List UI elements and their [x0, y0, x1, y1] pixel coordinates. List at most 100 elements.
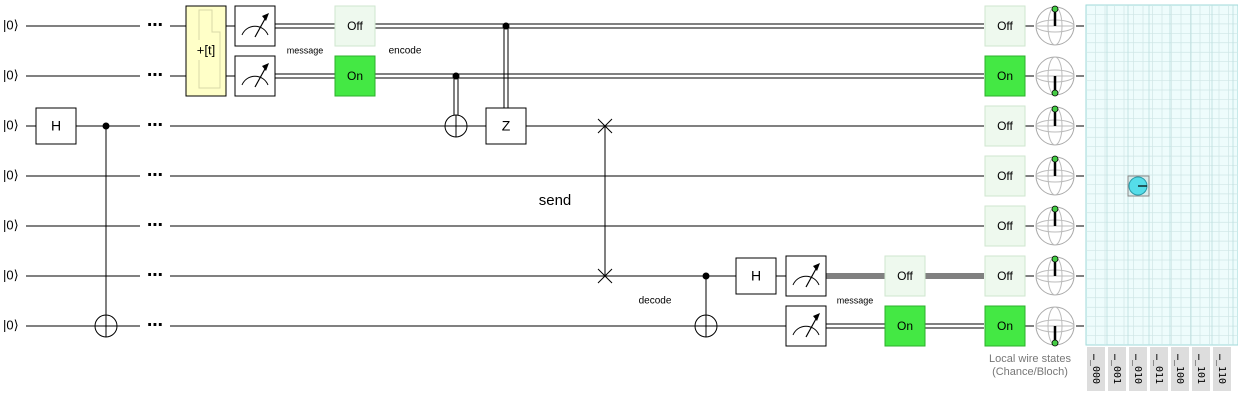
h-gate[interactable] [35, 107, 77, 145]
local-state-display [984, 305, 1026, 347]
meter-arc [792, 325, 820, 336]
meter-needle [254, 16, 267, 38]
bloch-sphere-icon [1035, 105, 1075, 146]
column-label: …_000 [1090, 354, 1101, 384]
meter-needle [805, 266, 818, 288]
bloch-vector-tip [1051, 205, 1059, 213]
display-bottom-0 [884, 255, 926, 297]
column-label-bg [1087, 347, 1105, 391]
ellipsis-bg [140, 219, 170, 233]
bloch-vector-tip [1051, 155, 1059, 163]
local-state-display [984, 255, 1026, 297]
meter-arc [792, 275, 820, 286]
display-top-1 [334, 55, 376, 97]
meter-needle [805, 316, 818, 338]
wire-input-label: |0⟩ [3, 267, 19, 282]
display-top-0 [334, 5, 376, 47]
bloch-sphere-icon [1035, 155, 1075, 196]
add-random-label-bg [191, 40, 219, 60]
display-bottom-1-label: On [897, 319, 913, 333]
local-state-display-label: On [997, 69, 1013, 83]
z-gate-label: Z [502, 118, 511, 134]
wire-input-label: |0⟩ [3, 67, 19, 82]
display-top-1-label: On [347, 69, 363, 83]
send-label: send [539, 192, 572, 209]
wire-input-label: |0⟩ [3, 117, 19, 132]
add-random-label: +[t] [197, 42, 215, 57]
column-label: …_110 [1216, 354, 1227, 384]
h-gate[interactable] [735, 257, 777, 295]
local-state-display [984, 105, 1026, 147]
local-state-display-label: Off [997, 119, 1013, 133]
add-random-shape [198, 9, 221, 89]
meter-arrow [813, 263, 820, 271]
column-label-bg [1150, 347, 1168, 391]
ellipsis-bg [140, 19, 170, 33]
column-label-bg [1108, 347, 1126, 391]
bloch-vector-tip [1051, 89, 1059, 97]
bloch-vector-tip [1051, 5, 1059, 13]
z-gate[interactable] [485, 107, 527, 145]
column-label: …_010 [1132, 354, 1143, 384]
local-state-display [984, 205, 1026, 247]
ellipsis-icon: ⋯ [147, 67, 163, 84]
bloch-sphere-icon [1035, 205, 1075, 246]
meter-arrow [262, 63, 269, 71]
display-bottom-1 [884, 305, 926, 347]
column-label: …_001 [1111, 354, 1122, 384]
ellipsis-bg [140, 319, 170, 333]
local-states-caption: Local wire states [989, 353, 1071, 365]
column-label: …_011 [1153, 354, 1164, 384]
column-label-bg [1129, 347, 1147, 391]
meter-arc [241, 75, 269, 86]
control-dot [702, 272, 710, 280]
decode-label: decode [639, 296, 672, 307]
ellipsis-bg [140, 169, 170, 183]
local-state-display [984, 5, 1026, 47]
local-state-display [984, 55, 1026, 97]
column-label-bg [1171, 347, 1189, 391]
message-label-bottom: message [837, 295, 874, 305]
column-label-bg [1192, 347, 1210, 391]
column-label: …_100 [1174, 354, 1185, 384]
ellipsis-bg [140, 69, 170, 83]
bloch-sphere-icon [1035, 306, 1075, 347]
ellipsis-bg [140, 269, 170, 283]
ellipsis-bg [140, 119, 170, 133]
circuit-elements: |0⟩|0⟩|0⟩|0⟩|0⟩|0⟩|0⟩⋯⋯⋯⋯⋯⋯⋯H+[t]message… [3, 4, 1238, 391]
local-state-display-label: On [997, 319, 1013, 333]
ellipsis-icon: ⋯ [147, 117, 163, 134]
local-state-display-label: Off [997, 19, 1013, 33]
ellipsis-icon: ⋯ [147, 17, 163, 34]
local-states-caption-sub: (Chance/Bloch) [992, 366, 1068, 378]
ellipsis-icon: ⋯ [147, 317, 163, 334]
classical-control-dot [502, 22, 510, 30]
column-label-bg [1213, 347, 1231, 391]
wire-input-label: |0⟩ [3, 317, 19, 332]
local-state-display-label: Off [997, 219, 1013, 233]
display-bottom-0-label: Off [897, 269, 913, 283]
h-gate-label: H [51, 118, 61, 134]
meter-arc [241, 25, 269, 36]
bloch-sphere-icon [1035, 255, 1075, 296]
wire-input-label: |0⟩ [3, 217, 19, 232]
bloch-vector-tip [1051, 255, 1059, 263]
meter-arrow [262, 13, 269, 21]
ellipsis-icon: ⋯ [147, 167, 163, 184]
bloch-vector-tip [1051, 105, 1059, 113]
wire-input-label: |0⟩ [3, 17, 19, 32]
bloch-sphere-icon [1035, 5, 1075, 46]
bloch-sphere-icon [1035, 56, 1075, 97]
ellipsis-icon: ⋯ [147, 217, 163, 234]
swap-x [597, 118, 613, 134]
encode-label: encode [389, 46, 422, 57]
classical-control-dot [452, 72, 460, 80]
ellipsis-icon: ⋯ [147, 267, 163, 284]
meter-arrow [813, 313, 820, 321]
local-state-display [984, 155, 1026, 197]
column-label: …_101 [1195, 354, 1206, 384]
message-label-top: message [287, 45, 324, 55]
meter-needle [254, 66, 267, 88]
h-gate-label: H [751, 268, 761, 284]
